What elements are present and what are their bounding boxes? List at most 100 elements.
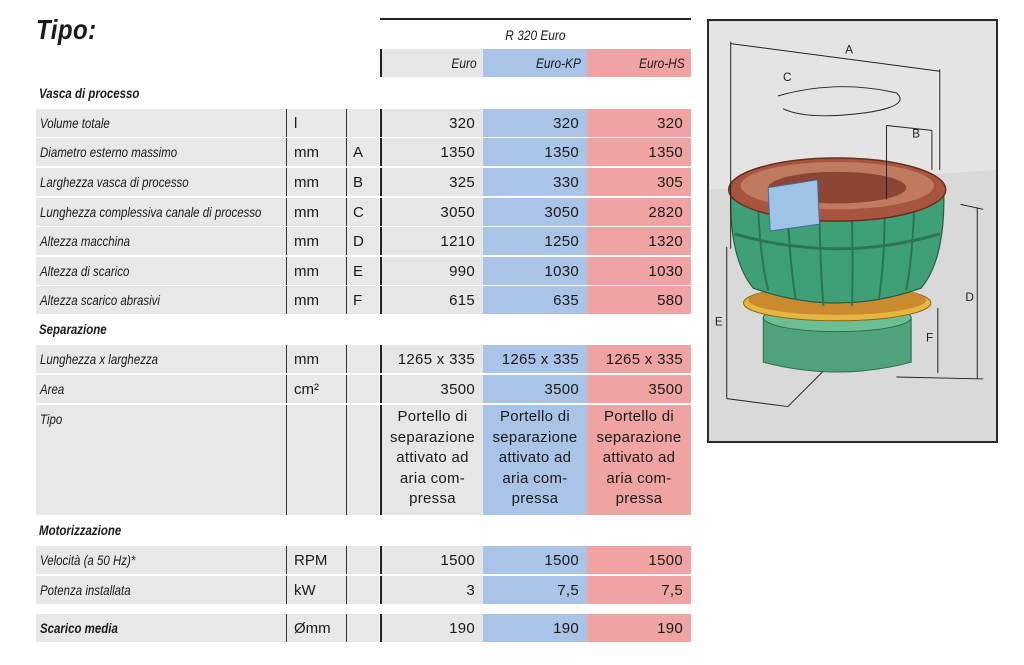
row-label: Diametro esterno massimo (36, 138, 286, 166)
table-row: Scarico media Ømm 190 190 190 (36, 614, 691, 642)
table-row: Larghezza vasca di processo mm B 325 330… (36, 168, 691, 196)
row-unit: mm (286, 138, 346, 166)
value-euro-hs: 1265 x 335 (587, 345, 691, 373)
table-row: Lunghezza x larghezza mm 1265 x 335 1265… (36, 345, 691, 373)
row-unit: Ømm (286, 614, 346, 642)
row-letter: C (346, 198, 379, 226)
value-euro-kp: 190 (483, 614, 587, 642)
value-euro-hs: 3500 (587, 375, 691, 403)
table-row: Volume totale l 320 320 320 (36, 109, 691, 137)
svg-text:B: B (912, 126, 920, 140)
machine-diagram: A B C D E F (707, 19, 998, 443)
column-header-euro-hs: Euro-HS (587, 49, 691, 77)
row-label: Scarico media (36, 614, 286, 642)
table-row: Diametro esterno massimo mm A 1350 1350 … (36, 138, 691, 166)
row-letter (346, 546, 379, 574)
svg-text:D: D (965, 290, 974, 304)
value-euro-kp: 635 (483, 286, 587, 314)
value-euro-hs: 2820 (587, 198, 691, 226)
row-label: Altezza macchina (36, 227, 286, 255)
value-euro: 320 (380, 109, 483, 137)
row-letter (346, 576, 379, 604)
value-euro-hs: 305 (587, 168, 691, 196)
value-euro: 1350 (380, 138, 483, 166)
row-letter (346, 109, 379, 137)
section-title-separazione: Separazione (39, 321, 107, 337)
value-euro-kp: 330 (483, 168, 587, 196)
value-euro-hs: 1350 (587, 138, 691, 166)
row-letter: D (346, 227, 379, 255)
row-unit: mm (286, 286, 346, 314)
table-row: Area cm² 3500 3500 3500 (36, 375, 691, 403)
row-label: Tipo (36, 405, 286, 515)
value-euro-hs: 7,5 (587, 576, 691, 604)
value-euro-kp: 320 (483, 109, 587, 137)
value-euro: 3050 (380, 198, 483, 226)
section-title-motorizzazione: Motorizzazione (39, 522, 122, 538)
value-euro-hs: 1500 (587, 546, 691, 574)
vibratory-bowl-drawing: A B C D E F (709, 21, 996, 441)
value-euro: 615 (380, 286, 483, 314)
row-letter (346, 614, 379, 642)
model-header: R 320 Euro (380, 18, 691, 51)
row-letter: B (346, 168, 379, 196)
column-header-euro-kp: Euro-KP (483, 49, 587, 77)
row-unit: l (286, 109, 346, 137)
row-label: Potenza installata (36, 576, 286, 604)
row-letter: A (346, 138, 379, 166)
table-row: Lunghezza complessiva canale di processo… (36, 198, 691, 226)
svg-text:F: F (926, 330, 933, 344)
value-euro: 1265 x 335 (380, 345, 483, 373)
row-unit: mm (286, 198, 346, 226)
row-unit: mm (286, 168, 346, 196)
row-unit: RPM (286, 546, 346, 574)
svg-text:A: A (845, 42, 853, 56)
value-euro-hs: 1030 (587, 257, 691, 285)
row-unit: mm (286, 257, 346, 285)
table-row: Potenza installata kW 3 7,5 7,5 (36, 576, 691, 604)
variant-header-row: Euro Euro-KP Euro-HS (380, 49, 691, 78)
value-euro-kp: 1500 (483, 546, 587, 574)
value-euro-kp: 3500 (483, 375, 587, 403)
value-euro: 3 (380, 576, 483, 604)
value-euro: 1500 (380, 546, 483, 574)
value-euro-kp: 1030 (483, 257, 587, 285)
row-label: Altezza di scarico (36, 257, 286, 285)
row-label: Area (36, 375, 286, 403)
row-unit (286, 405, 346, 515)
section-title-vasca: Vasca di processo (39, 85, 140, 101)
table-row: Altezza scarico abrasivi mm F 615 635 58… (36, 286, 691, 314)
svg-text:C: C (783, 70, 792, 84)
row-label: Larghezza vasca di processo (36, 168, 286, 196)
row-unit: cm² (286, 375, 346, 403)
value-euro-hs: 1320 (587, 227, 691, 255)
value-euro-hs: 320 (587, 109, 691, 137)
value-euro: 990 (380, 257, 483, 285)
row-label: Lunghezza x larghezza (36, 345, 286, 373)
value-euro-hs: 580 (587, 286, 691, 314)
page-title: Tipo: (36, 14, 97, 45)
table-row: Altezza macchina mm D 1210 1250 1320 (36, 227, 691, 255)
value-euro-kp: 3050 (483, 198, 587, 226)
row-letter (346, 405, 379, 515)
value-euro-hs: 190 (587, 614, 691, 642)
row-label: Velocità (a 50 Hz)* (36, 546, 286, 574)
table-row: Altezza di scarico mm E 990 1030 1030 (36, 257, 691, 285)
value-euro-kp: 1250 (483, 227, 587, 255)
row-letter: E (346, 257, 379, 285)
column-header-euro: Euro (380, 49, 483, 77)
row-unit: kW (286, 576, 346, 604)
value-euro: 3500 (380, 375, 483, 403)
row-letter (346, 345, 379, 373)
table-row: Velocità (a 50 Hz)* RPM 1500 1500 1500 (36, 546, 691, 574)
value-euro: 190 (380, 614, 483, 642)
value-euro-kp: 1265 x 335 (483, 345, 587, 373)
row-letter: F (346, 286, 379, 314)
value-euro-kp: 7,5 (483, 576, 587, 604)
value-euro: 1210 (380, 227, 483, 255)
svg-text:E: E (715, 315, 723, 329)
value-euro-kp: 1350 (483, 138, 587, 166)
